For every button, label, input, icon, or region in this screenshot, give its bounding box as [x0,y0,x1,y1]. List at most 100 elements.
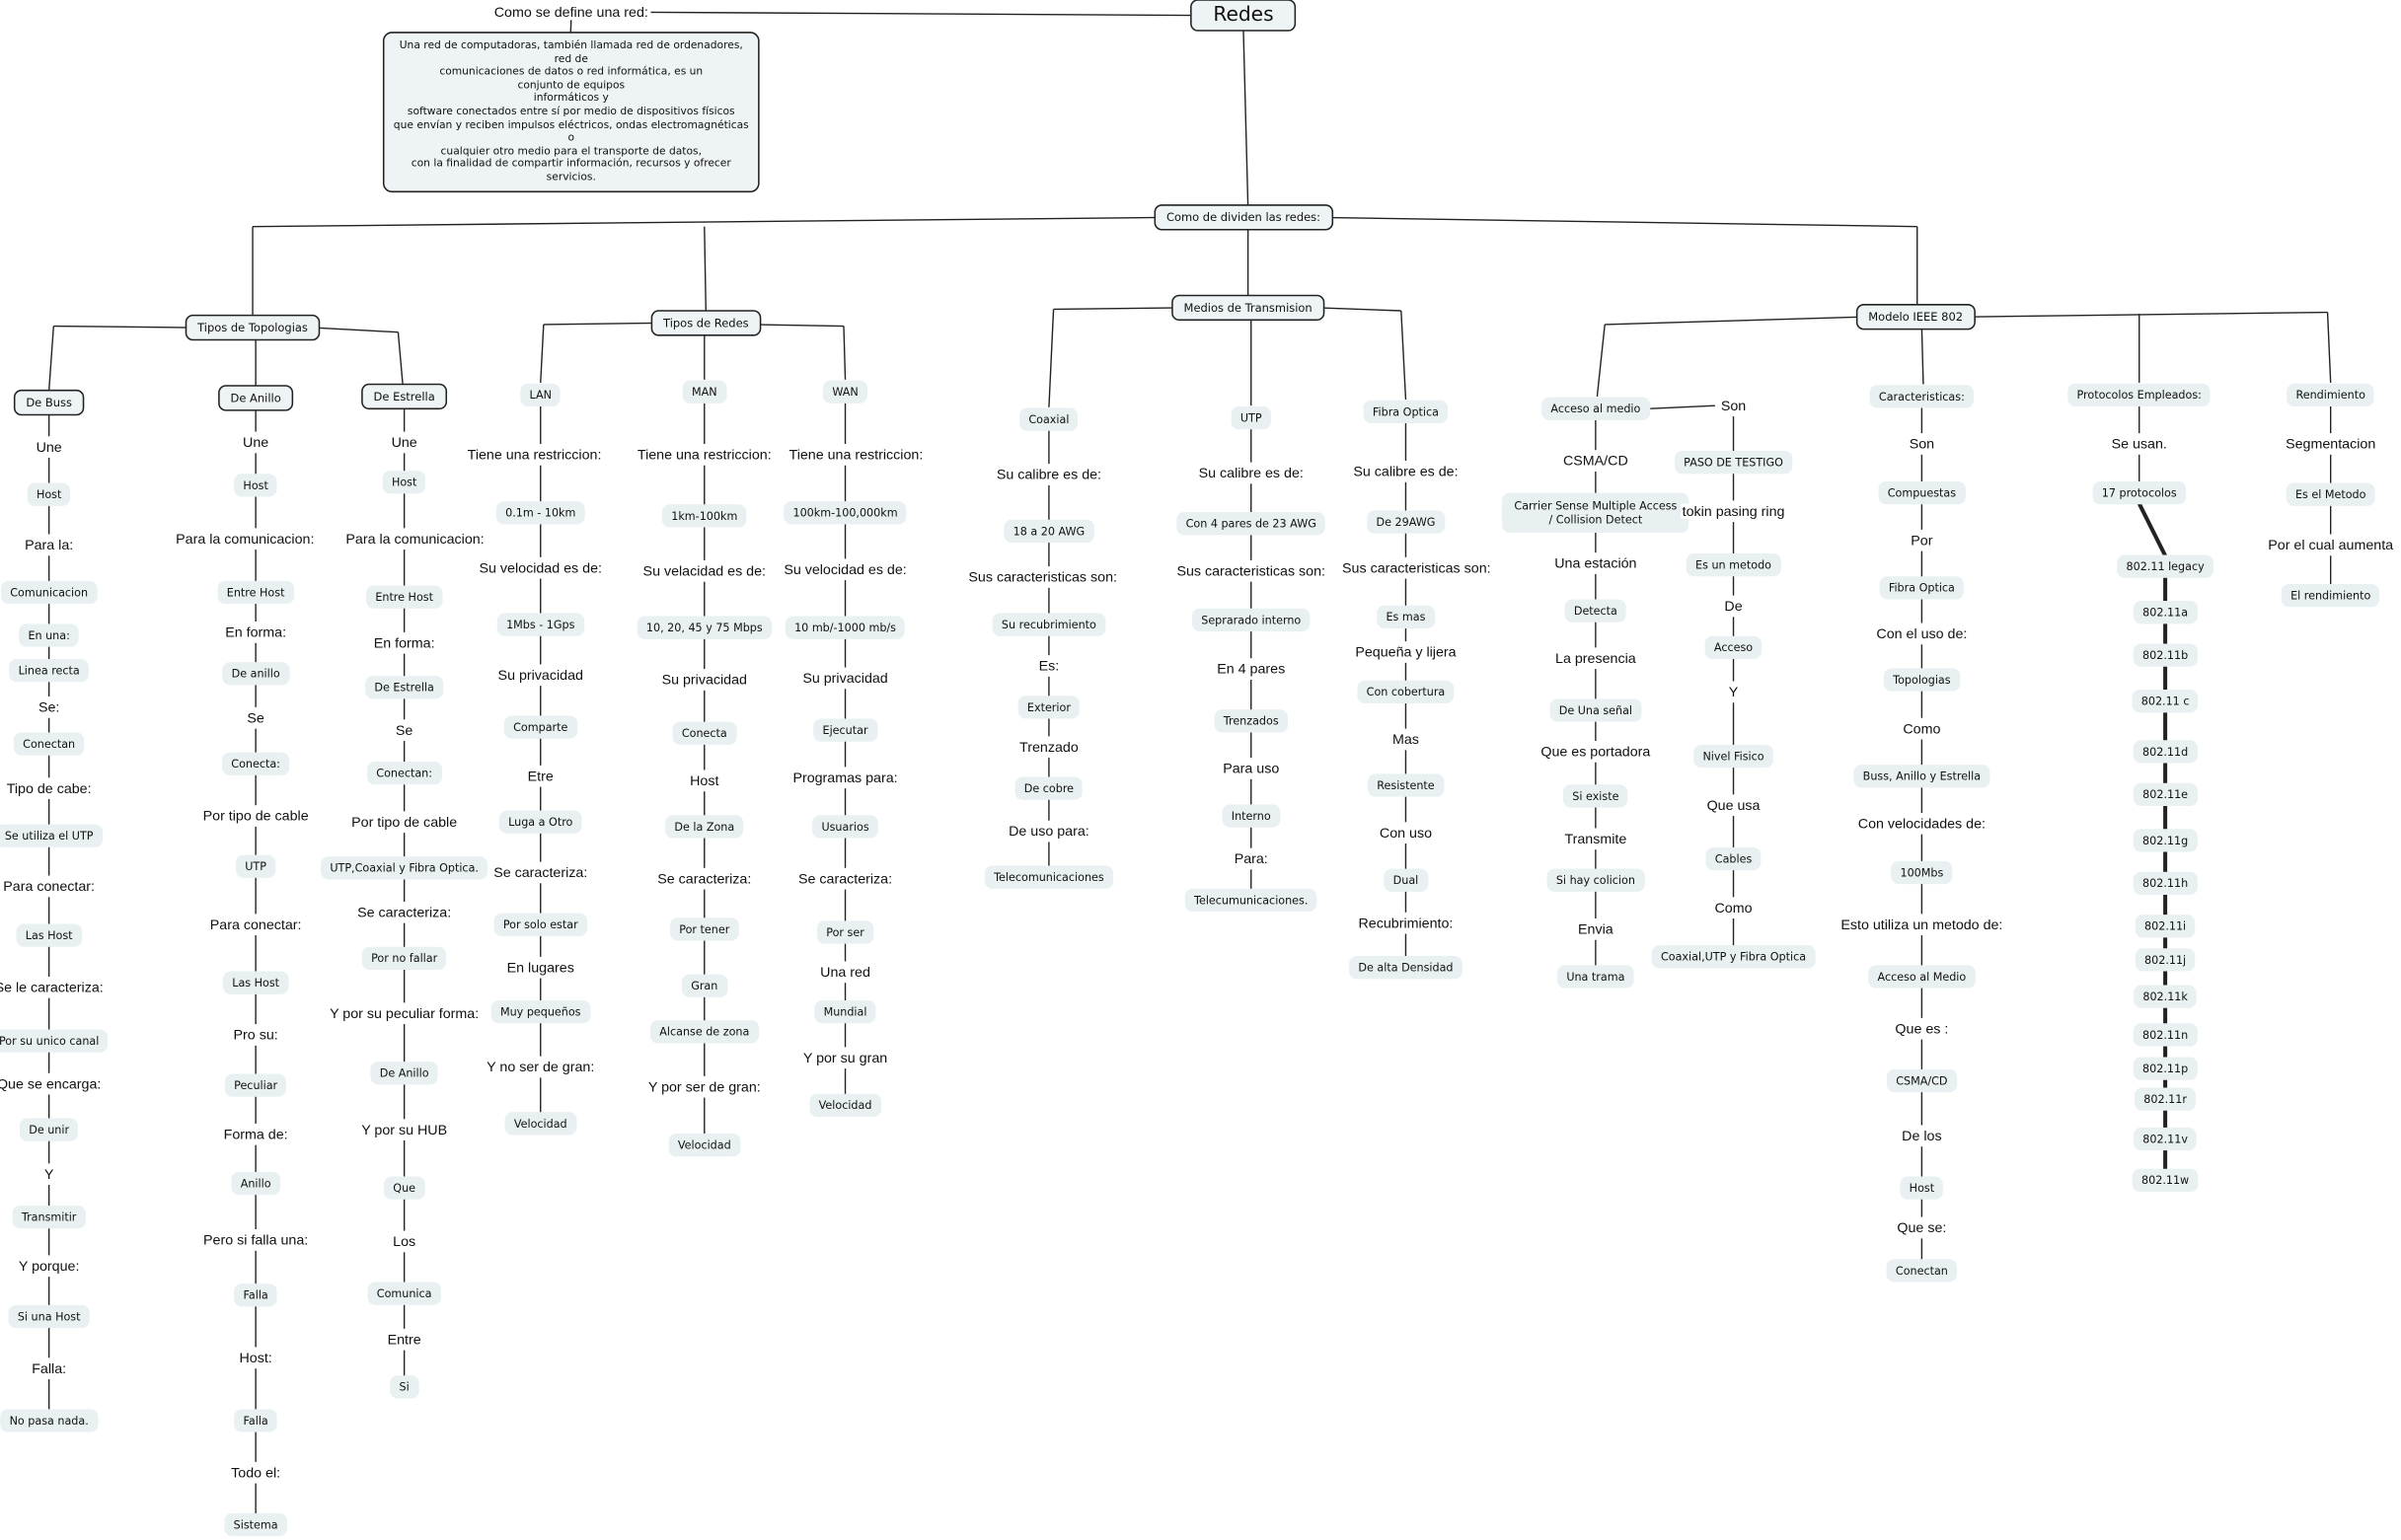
node-si-una-host[interactable]: Si una Host [8,1304,90,1329]
node-velocidad[interactable]: Velocidad [809,1093,881,1117]
node-802-11g[interactable]: 802.11g [2133,829,2198,852]
node-telecomunicaciones[interactable]: Telecomunicaciones [984,865,1114,889]
node-con-4-pares-de-23-awg[interactable]: Con 4 pares de 23 AWG [1176,512,1326,536]
node-conectan[interactable]: Conectan [1886,1259,1958,1283]
node-10-mb-1000-mb-s[interactable]: 10 mb/-1000 mb/s [785,616,906,639]
node-wan[interactable]: WAN [823,380,868,403]
node-por-solo-estar[interactable]: Por solo estar [493,913,587,936]
node-coaxial-utp-y-fibra-optica[interactable]: Coaxial,UTP y Fibra Optica [1651,945,1816,969]
divide-node[interactable]: Como de dividen las redes: [1154,204,1333,231]
node-falla[interactable]: Falla [234,1283,278,1307]
node-peculiar[interactable]: Peculiar [224,1073,287,1097]
node-802-11j[interactable]: 802.11j [2135,948,2196,972]
node-100km-100-000km[interactable]: 100km-100,000km [784,501,907,525]
node-de-estrella[interactable]: De Estrella [365,676,444,699]
node-las-host[interactable]: Las Host [16,923,82,947]
node-1km-100km[interactable]: 1km-100km [661,504,747,528]
node-seprarado-interno[interactable]: Seprarado interno [1191,608,1311,632]
node-host[interactable]: Host [382,471,426,494]
node-cables[interactable]: Cables [1705,846,1762,871]
node-fibra-optica[interactable]: Fibra Optica [1879,576,1965,600]
node-si[interactable]: Si [390,1375,419,1399]
node-acceso-al-medio[interactable]: Acceso al medio [1541,397,1650,420]
node-se-utiliza-el-utp[interactable]: Se utiliza el UTP [0,824,103,847]
node-por-no-fallar[interactable]: Por no fallar [361,946,447,971]
node-luga-a-otro[interactable]: Luga a Otro [498,810,582,834]
node-paso-de-testigo[interactable]: PASO DE TESTIGO [1674,450,1793,475]
node-10-20-45-y-75-mbps[interactable]: 10, 20, 45 y 75 Mbps [637,616,772,639]
node-de-unir[interactable]: De unir [19,1118,79,1141]
node-con-cobertura[interactable]: Con cobertura [1357,680,1455,704]
node-conectan[interactable]: Conectan: [366,761,442,785]
node-exterior[interactable]: Exterior [1017,696,1081,719]
group-medios[interactable]: Medios de Transmision [1171,294,1325,322]
node-buss-anillo-y-estrella[interactable]: Buss, Anillo y Estrella [1853,765,1990,788]
node-usuarios[interactable]: Usuarios [812,815,878,839]
node-de-cobre[interactable]: De cobre [1014,776,1084,800]
node-resistente[interactable]: Resistente [1367,773,1444,797]
node-802-11i[interactable]: 802.11i [2135,915,2196,938]
node-1mbs-1gps[interactable]: 1Mbs - 1Gps [496,613,584,636]
node-gran[interactable]: Gran [681,974,727,997]
node-protocolos-empleados[interactable]: Protocolos Empleados: [2067,383,2212,406]
node-de-buss[interactable]: De Buss [13,389,85,416]
node-acceso-al-medio[interactable]: Acceso al Medio [1868,965,1976,989]
node-linea-recta[interactable]: Linea recta [9,659,90,683]
node-comparte[interactable]: Comparte [503,715,577,739]
node-host[interactable]: Host [1900,1176,1944,1200]
node-interno[interactable]: Interno [1222,804,1280,828]
node-por-tener[interactable]: Por tener [669,917,739,941]
node-entre-host[interactable]: Entre Host [366,585,443,609]
node-acceso[interactable]: Acceso [1704,635,1763,660]
node-0-1m-10km[interactable]: 0.1m - 10km [495,501,585,525]
node-falla[interactable]: Falla [234,1409,278,1432]
node-de-alta-densidad[interactable]: De alta Densidad [1349,956,1463,980]
node-comunicacion[interactable]: Comunicacion [0,580,98,605]
node-muy-peque-os[interactable]: Muy pequeños [490,1000,590,1024]
node-es-el-metodo[interactable]: Es el Metodo [2286,482,2375,506]
node-por-ser[interactable]: Por ser [816,920,874,944]
node-telecumunicaciones[interactable]: Telecumunicaciones. [1184,888,1317,913]
node-alcanse-de-zona[interactable]: Alcanse de zona [649,1020,759,1044]
node-caracteristicas[interactable]: Caracteristicas: [1869,385,1975,408]
node-de-anillo[interactable]: De anillo [222,662,289,686]
node-utp[interactable]: UTP [235,854,276,878]
node-su-recubrimiento[interactable]: Su recubrimiento [992,613,1106,636]
node-conecta[interactable]: Conecta: [221,752,290,775]
node-de-una-se-al[interactable]: De Una señal [1549,698,1642,722]
definition-box[interactable]: Una red de computadoras, también llamada… [382,32,760,192]
node-man[interactable]: MAN [682,380,726,403]
node-802-11w[interactable]: 802.11w [2132,1168,2199,1192]
node-es-mas[interactable]: Es mas [1377,605,1435,628]
node-no-pasa-nada[interactable]: No pasa nada. [0,1409,99,1432]
node-802-11v[interactable]: 802.11v [2133,1127,2198,1151]
node-lan[interactable]: LAN [520,383,562,406]
node-las-host[interactable]: Las Host [222,971,289,994]
node-fibra-optica[interactable]: Fibra Optica [1363,400,1449,424]
group-tipos-redes[interactable]: Tipos de Redes [650,310,762,336]
node-802-11d[interactable]: 802.11d [2133,740,2198,764]
node-18-a-20-awg[interactable]: 18 a 20 AWG [1004,519,1094,544]
node-100mbs[interactable]: 100Mbs [1891,860,1953,885]
node-trenzados[interactable]: Trenzados [1214,709,1288,733]
node-802-11r[interactable]: 802.11r [2134,1087,2197,1111]
node-802-11-c[interactable]: 802.11 c [2132,690,2199,713]
node-802-11b[interactable]: 802.11b [2133,643,2198,667]
node-transmitir[interactable]: Transmitir [12,1205,86,1229]
node-rendimiento[interactable]: Rendimiento [2287,383,2375,406]
node-802-11a[interactable]: 802.11a [2133,601,2198,624]
node-el-rendimiento[interactable]: El rendimiento [2281,583,2380,608]
group-topologias[interactable]: Tipos de Topologias [185,314,321,341]
node-802-11h[interactable]: 802.11h [2133,871,2198,895]
node-802-11k[interactable]: 802.11k [2134,985,2198,1008]
node-802-11-legacy[interactable]: 802.11 legacy [2117,554,2214,578]
node-comunica[interactable]: Comunica [367,1282,441,1305]
node-velocidad[interactable]: Velocidad [504,1112,576,1136]
node-mundial[interactable]: Mundial [814,1000,876,1024]
node-utp-coaxial-y-fibra-optica[interactable]: UTP,Coaxial y Fibra Optica. [321,856,488,880]
node-17-protocolos[interactable]: 17 protocolos [2092,481,2186,505]
node-si-hay-colicion[interactable]: Si hay colicion [1546,868,1645,892]
node-es-un-metodo[interactable]: Es un metodo [1686,552,1781,577]
node-por-su-unico-canal[interactable]: Por su unico canal [0,1029,109,1053]
node-anillo[interactable]: Anillo [231,1171,280,1196]
